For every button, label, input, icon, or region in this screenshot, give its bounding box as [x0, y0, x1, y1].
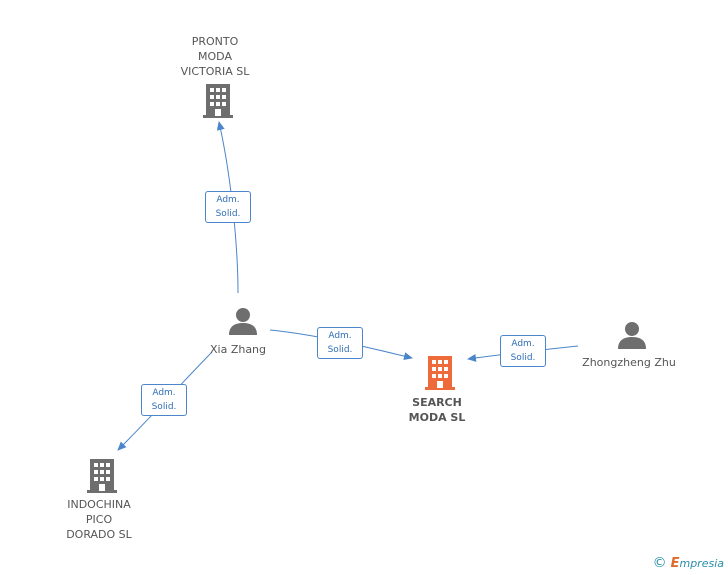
- node-xia-zhang[interactable]: Xia Zhang: [188, 342, 288, 357]
- empresia-brand[interactable]: ©Empresia: [653, 555, 724, 571]
- relation-label-xia-pronto[interactable]: Adm. Solid.: [205, 191, 251, 223]
- relation-label-xia-search[interactable]: Adm. Solid.: [317, 327, 363, 359]
- relation-label-zhong-search[interactable]: Adm. Solid.: [500, 335, 546, 367]
- company-label: SEARCH MODA SL: [408, 396, 466, 424]
- person-icon[interactable]: [228, 306, 258, 336]
- relation-label-xia-indochina[interactable]: Adm. Solid.: [141, 384, 187, 416]
- node-indochina-pico-dorado[interactable]: INDOCHINA PICO DORADO SL: [49, 497, 149, 542]
- main-company-building-icon[interactable]: [425, 356, 455, 391]
- company-label: INDOCHINA PICO DORADO SL: [66, 498, 132, 541]
- person-label: Zhongzheng Zhu: [582, 356, 676, 369]
- company-building-icon[interactable]: [87, 459, 117, 494]
- node-search-moda[interactable]: SEARCH MODA SL: [387, 395, 487, 425]
- company-building-icon[interactable]: [203, 84, 233, 119]
- node-pronto-moda-victoria[interactable]: PRONTO MODA VICTORIA SL: [165, 34, 265, 79]
- copyright-icon: ©: [652, 555, 667, 571]
- company-label: PRONTO MODA VICTORIA SL: [180, 35, 250, 78]
- person-label: Xia Zhang: [209, 343, 267, 356]
- brand-logo-e: E: [670, 556, 680, 571]
- node-zhongzheng-zhu[interactable]: Zhongzheng Zhu: [574, 355, 684, 370]
- person-icon[interactable]: [617, 320, 647, 350]
- brand-logo-text: mpresia: [679, 557, 724, 570]
